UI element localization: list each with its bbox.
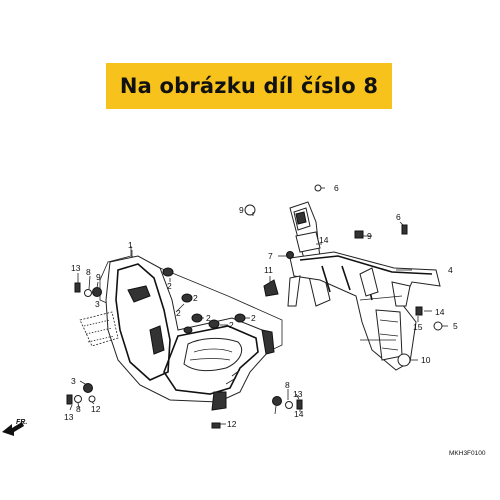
callout-11: 11 (264, 265, 273, 275)
front-direction-arrow: FR. (2, 419, 27, 436)
right-fasteners (244, 184, 443, 367)
callout-12: 12 (91, 404, 101, 414)
callout-14: 14 (294, 409, 304, 419)
grommets-part-2 (162, 267, 246, 334)
callout-9: 9 (239, 205, 244, 215)
callout-10: 10 (421, 355, 431, 365)
callout-2: 2 (193, 293, 198, 303)
callout-6: 6 (396, 212, 401, 222)
callout-3: 3 (95, 299, 100, 309)
callout-6: 6 (334, 183, 339, 193)
callout-12: 12 (227, 419, 237, 429)
callout-8: 8 (285, 380, 290, 390)
callout-2: 2 (167, 281, 172, 291)
banner-text: Na obrázku díl číslo 8 (119, 74, 379, 98)
callout-2: 2 (229, 320, 234, 330)
headlight-stay-frame[interactable] (287, 201, 441, 371)
part-number-banner: Na obrázku díl číslo 8 (106, 63, 392, 109)
callout-2: 2 (176, 308, 181, 318)
callout-15: 15 (413, 322, 423, 332)
callout-numbers: 1 2 2 2 2 2 2 3 3 4 5 6 6 7 8 8 8 9 9 9 … (64, 183, 458, 429)
headlight-assembly[interactable] (79, 255, 275, 411)
callout-2: 2 (251, 313, 256, 323)
callout-9: 9 (96, 272, 101, 282)
direction-label: FR. (16, 419, 27, 426)
left-fasteners (66, 282, 303, 429)
callout-8: 8 (76, 404, 81, 414)
callout-13: 13 (71, 263, 81, 273)
callout-13: 13 (64, 412, 74, 422)
leader-lines (69, 187, 448, 425)
callout-8: 8 (86, 267, 91, 277)
callout-9: 9 (367, 231, 372, 241)
callout-7: 7 (268, 251, 273, 261)
callout-3: 3 (71, 376, 76, 386)
diagram-code: MKH3F0100 (449, 450, 486, 457)
callout-14: 14 (319, 235, 329, 245)
callout-1: 1 (128, 240, 133, 250)
callout-2: 2 (206, 313, 211, 323)
callout-13: 13 (293, 389, 303, 399)
callout-4: 4 (448, 265, 453, 275)
callout-5: 5 (453, 321, 458, 331)
callout-14: 14 (435, 307, 445, 317)
